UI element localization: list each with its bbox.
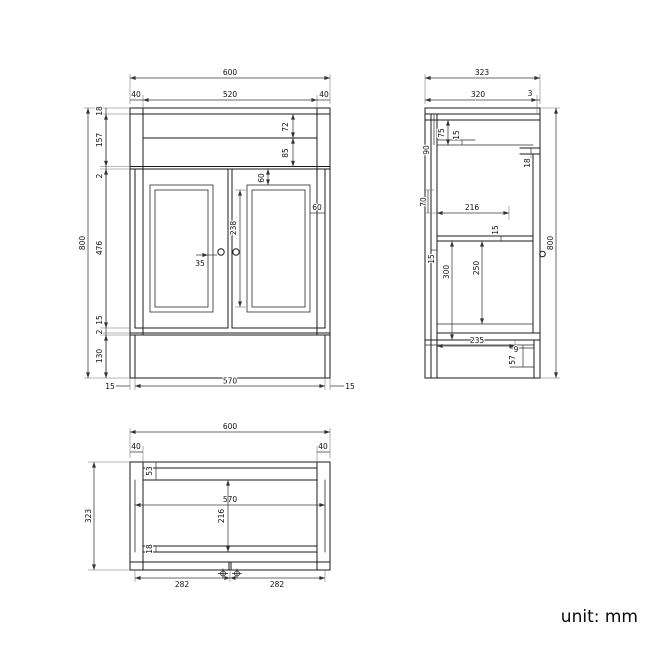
plan-cabinet-outline xyxy=(129,461,331,571)
front-basin-85-label: 85 xyxy=(281,148,290,158)
front-chain-18-label: 18 xyxy=(95,106,104,116)
front-chain-2a-label: 2 xyxy=(95,173,104,178)
plan-left-margin-label: 40 xyxy=(131,442,141,451)
dim-side-mid: 70 216 15 15 300 250 xyxy=(418,189,510,340)
front-door-top-inset-label: 60 xyxy=(257,173,266,183)
plan-216-label: 216 xyxy=(217,509,226,524)
dim-front-height-chain: 18 157 2 476 15 2 130 xyxy=(84,105,130,379)
left-door-knob xyxy=(217,248,225,256)
front-top-left-margin-label: 40 xyxy=(131,90,141,99)
side-57-label: 57 xyxy=(508,355,517,365)
dim-front-height-total: 800 xyxy=(77,108,90,378)
front-width-total-label: 600 xyxy=(223,68,238,77)
side-rail-90-label: 90 xyxy=(422,145,431,155)
front-top-right-margin-label: 40 xyxy=(319,90,329,99)
front-basin-72-label: 72 xyxy=(281,122,290,132)
dim-front-bottom: 15 570 15 xyxy=(104,375,356,392)
dim-front-door-insets: 60 60 xyxy=(256,169,325,214)
side-top-thickness-label: 18 xyxy=(523,158,532,168)
front-chain-2b-label: 2 xyxy=(95,329,104,334)
plan-depth-total-label: 323 xyxy=(84,509,93,524)
side-70-label: 70 xyxy=(419,197,428,207)
plan-570-label: 570 xyxy=(223,495,238,504)
plan-view-geometry xyxy=(129,461,331,579)
side-view: 323 320 3 18 75 15 90 70 xyxy=(418,67,560,379)
dim-front-panel-height: 238 xyxy=(228,189,246,308)
front-handle-offset-label: 35 xyxy=(195,259,205,268)
front-top-center-label: 520 xyxy=(223,90,238,99)
plan-18-label: 18 xyxy=(145,544,154,554)
dim-front-handle-offset: 35 xyxy=(194,253,217,269)
front-view: 600 40 520 40 18 157 2 xyxy=(77,67,356,392)
side-depth-total-label: 323 xyxy=(475,68,490,77)
side-216-label: 216 xyxy=(465,203,480,212)
front-chain-476-label: 476 xyxy=(95,241,104,256)
plan-282-right-label: 282 xyxy=(270,580,285,589)
front-chain-15-label: 15 xyxy=(95,315,104,325)
dim-side-back-rail: 75 15 90 xyxy=(421,114,463,156)
dim-side-bottom: 235 9 57 xyxy=(437,335,524,367)
front-left-door xyxy=(134,168,229,329)
plan-282-left-label: 282 xyxy=(175,580,190,589)
side-9-label: 9 xyxy=(514,345,519,354)
plan-53-label: 53 xyxy=(145,466,154,476)
front-cabinet-outline xyxy=(129,107,331,379)
dim-side-height-total: 800 xyxy=(540,107,560,379)
side-depth-3-label: 3 xyxy=(528,89,533,98)
front-right-door xyxy=(231,168,326,329)
front-bottom-width-label: 570 xyxy=(223,377,238,386)
side-rail-15-label: 15 xyxy=(452,130,461,140)
front-chain-130-label: 130 xyxy=(95,349,104,364)
dim-plan-bottom: 282 282 xyxy=(134,570,326,590)
front-chain-157-label: 157 xyxy=(95,133,104,148)
plan-right-margin-label: 40 xyxy=(318,442,328,451)
dim-side-top-thickness: 18 xyxy=(522,148,533,169)
side-rail-75-label: 75 xyxy=(437,128,446,138)
dim-side-depth-split: 320 3 xyxy=(425,88,540,114)
front-panel-height-label: 238 xyxy=(229,221,238,236)
front-bottom-right-inset-label: 15 xyxy=(345,382,355,391)
dim-front-basin: 72 85 xyxy=(280,114,295,167)
front-height-total-label: 800 xyxy=(78,236,87,251)
side-300-label: 300 xyxy=(442,265,451,280)
dim-plan-side-margins: 40 40 xyxy=(130,441,330,462)
dim-plan-depth-total: 323 xyxy=(83,461,130,571)
dim-front-width-top-split: 40 520 40 xyxy=(130,89,330,108)
right-door-knob xyxy=(232,248,240,256)
side-shelf-15-label: 15 xyxy=(491,225,500,235)
dim-plan-width-total: 600 xyxy=(129,421,331,458)
dim-plan-interior: 53 570 216 18 xyxy=(135,462,325,555)
unit-label: unit: mm xyxy=(561,607,638,627)
side-door-profile xyxy=(532,153,541,334)
front-right-door-panel xyxy=(246,184,311,313)
front-left-door-panel xyxy=(149,184,214,313)
dim-front-width-total: 600 xyxy=(129,67,331,104)
side-view-geometry xyxy=(424,107,546,379)
side-height-total-label: 800 xyxy=(546,236,555,251)
front-door-side-inset-label: 60 xyxy=(312,203,322,212)
front-view-geometry xyxy=(129,107,331,379)
plan-width-total-label: 600 xyxy=(223,422,238,431)
side-back-15-label: 15 xyxy=(427,254,436,264)
side-door-knob xyxy=(539,250,546,258)
side-depth-320-label: 320 xyxy=(471,90,486,99)
side-250-label: 250 xyxy=(472,261,481,276)
plan-view: 600 40 40 323 53 570 216 18 xyxy=(83,421,331,590)
side-235-label: 235 xyxy=(470,336,485,345)
front-bottom-left-inset-label: 15 xyxy=(105,382,115,391)
